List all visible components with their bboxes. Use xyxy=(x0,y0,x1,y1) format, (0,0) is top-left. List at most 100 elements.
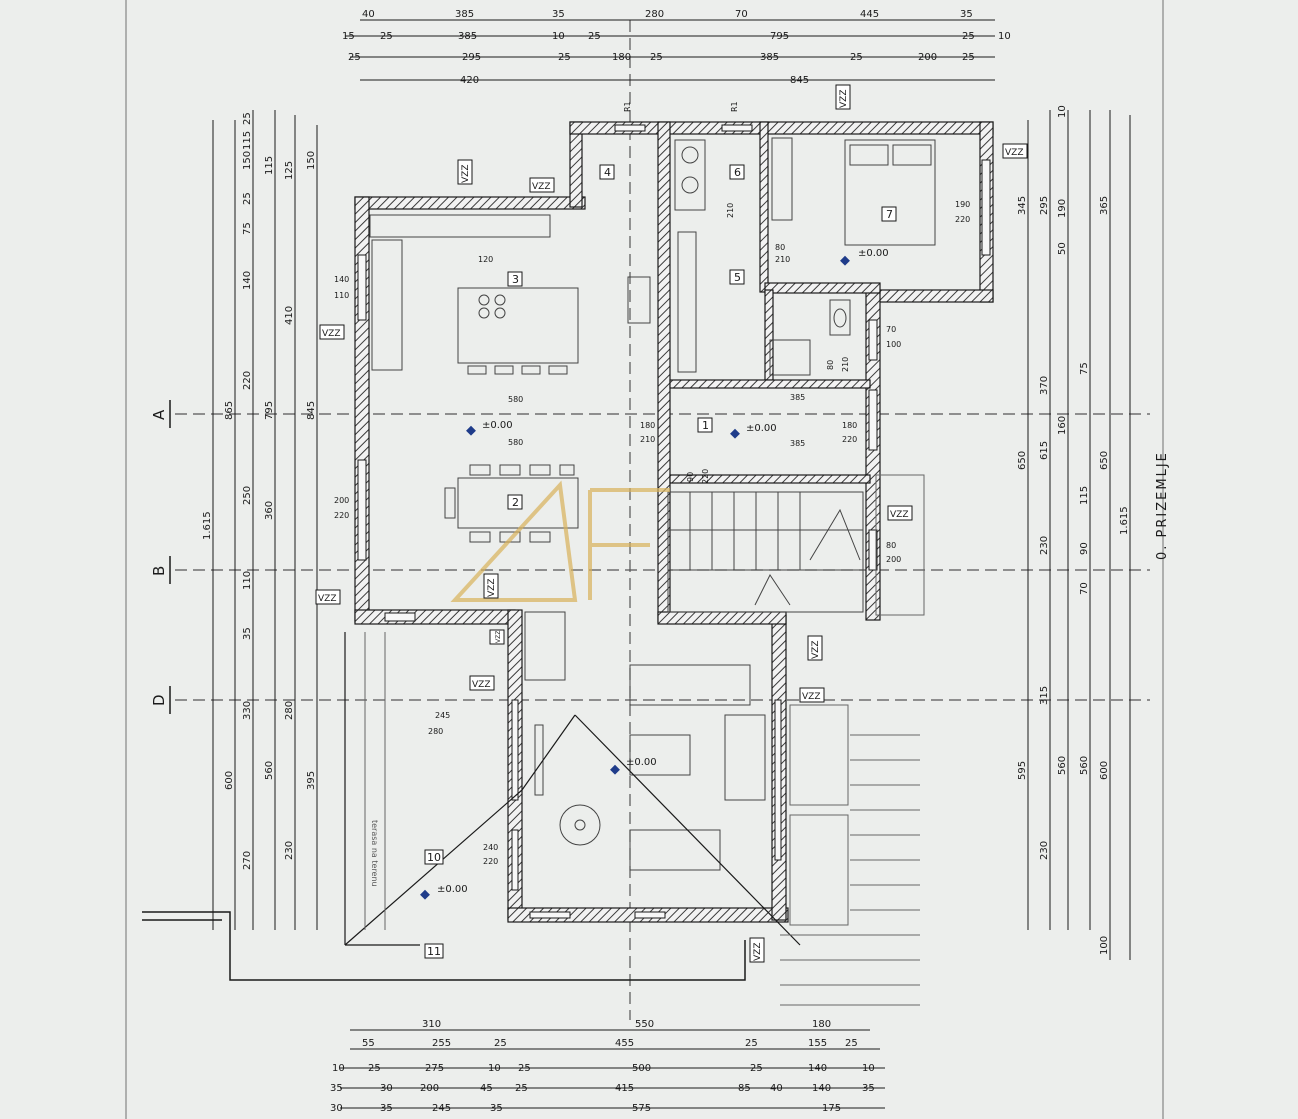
top-dim-4-2: 845 xyxy=(790,75,809,86)
right-dim-c4-2: 650 xyxy=(1099,451,1110,470)
top-dim-1-7: 35 xyxy=(960,9,973,20)
bot-dim-4-6: 415 xyxy=(615,1083,634,1094)
room-dim-22: 220 xyxy=(483,857,498,866)
room-number-2: 2 xyxy=(512,496,519,509)
top-dim-3-6: 385 xyxy=(760,52,779,63)
vzz-tags: VZZ VZZ VZZ VZZ VZZ VZZ VZZ VZZ VZZ VZZ … xyxy=(315,84,1028,963)
room-dim-14: 100 xyxy=(886,340,901,349)
staircase xyxy=(667,491,864,613)
room-dimension-notes: 140 110 200 220 180 210 180 220 190 220 … xyxy=(334,101,970,866)
bot-dim-4-2: 30 xyxy=(380,1083,393,1094)
living-furniture xyxy=(524,611,766,871)
room-number-5: 5 xyxy=(734,271,741,284)
bot-dim-5-2: 35 xyxy=(380,1103,393,1114)
bot-dim-4-7: 85 xyxy=(738,1083,751,1094)
left-dim-c4-6: 845 xyxy=(306,401,317,420)
left-dim-c2-2: 115 xyxy=(242,131,253,150)
right-dim-c2-5: 615 xyxy=(1039,441,1050,460)
bot-dim-2-7: 25 xyxy=(845,1038,858,1049)
top-dim-1-2: 385 xyxy=(455,9,474,20)
room-labels: 1 2 3 4 5 6 7 10 11 xyxy=(424,164,897,959)
top-dim-3-2: 295 xyxy=(462,52,481,63)
bot-dim-3-9: 10 xyxy=(862,1063,875,1074)
bot-dim-1-3: 180 xyxy=(812,1019,831,1030)
terrace-label: terasa na terenu xyxy=(370,820,379,887)
room-dim-2: 110 xyxy=(334,291,349,300)
right-dim-c2-2: 295 xyxy=(1039,196,1050,215)
level-markers: ±0.00 ±0.00 ±0.00 ±0.00 ±0.00 xyxy=(420,248,889,900)
room-number-10: 10 xyxy=(427,851,441,864)
right-dim-c2-9: 315 xyxy=(1039,686,1050,705)
top-dim-2-3: 385 xyxy=(458,31,477,42)
top-dim-4-1: 420 xyxy=(460,75,479,86)
left-dim-c1-4: 250 xyxy=(242,486,253,505)
top-dim-1-5: 70 xyxy=(735,9,748,20)
room-dim-29: 120 xyxy=(478,255,493,264)
vzz-tag-6: VZZ xyxy=(890,510,909,520)
top-dim-2-5: 25 xyxy=(588,31,601,42)
room-dim-27: 385 xyxy=(790,393,805,402)
room-dim-10: 220 xyxy=(955,215,970,224)
bot-dim-4-4: 45 xyxy=(480,1083,493,1094)
left-dim-c4-9: 395 xyxy=(306,771,317,790)
vzz-tag-12: VZZ xyxy=(753,943,763,962)
bot-dim-3-4: 10 xyxy=(488,1063,501,1074)
left-dim-c2-6: 795 xyxy=(264,401,275,420)
left-dim-c3-1: 115 xyxy=(264,156,275,175)
room-dim-20: 200 xyxy=(886,555,901,564)
left-dim-c2-3: 75 xyxy=(242,222,253,235)
room-dim-15: 80 xyxy=(826,360,835,370)
top-dim-1-6: 445 xyxy=(860,9,879,20)
right-dim-c1-2: 650 xyxy=(1017,451,1028,470)
room-dim-9: 190 xyxy=(955,200,970,209)
bot-dim-1-1: 310 xyxy=(422,1019,441,1030)
vzz-tag-5: VZZ xyxy=(322,329,341,339)
left-dim-c2-11: 560 xyxy=(264,761,275,780)
bottom-dimensions: 310 550 180 55 255 25 455 25 155 25 10 2… xyxy=(330,1019,885,1114)
top-dim-2-7: 25 xyxy=(962,31,975,42)
room-number-1: 1 xyxy=(702,419,709,432)
bathroom-fixtures xyxy=(674,139,851,376)
axis-labels: A B D xyxy=(150,409,168,706)
top-dim-1-3: 35 xyxy=(552,9,565,20)
right-dim-c2-4: 370 xyxy=(1039,376,1050,395)
room-dim-12: 210 xyxy=(775,255,790,264)
room-dim-21: 240 xyxy=(483,843,498,852)
room-number-7: 7 xyxy=(886,208,893,221)
bot-dim-5-3: 245 xyxy=(432,1103,451,1114)
left-dim-c1-1: 150 xyxy=(242,151,253,170)
left-dim-c5-1: 150 xyxy=(306,151,317,170)
bot-dim-2-1: 55 xyxy=(362,1038,375,1049)
room-dim-30: R1 xyxy=(623,101,632,112)
right-dim-c2-10: 560 xyxy=(1057,756,1068,775)
top-dim-2-8: 10 xyxy=(998,31,1011,42)
watermark-logo xyxy=(450,480,670,602)
roof-projection xyxy=(344,632,801,946)
level-mark-3: ±0.00 xyxy=(858,248,889,259)
room-dim-23: 245 xyxy=(435,711,450,720)
room-dim-8: 220 xyxy=(842,435,857,444)
top-dimensions: 40 385 35 280 70 445 35 15 25 385 10 25 … xyxy=(342,9,1011,86)
bot-dim-2-4: 455 xyxy=(615,1038,634,1049)
vzz-tag-10: VZZ xyxy=(472,680,491,690)
left-dim-c3-5: 280 xyxy=(284,701,295,720)
top-dim-3-5: 25 xyxy=(650,52,663,63)
bedroom-furniture xyxy=(771,137,936,246)
top-dim-2-6: 795 xyxy=(770,31,789,42)
room-dim-19: 80 xyxy=(886,541,896,550)
top-dim-3-1: 25 xyxy=(348,52,361,63)
bot-dim-3-7: 25 xyxy=(750,1063,763,1074)
right-dim-c3-8: 115 xyxy=(1079,486,1090,505)
room-dim-28: 385 xyxy=(790,439,805,448)
right-dim-c3-4: 50 xyxy=(1057,242,1068,255)
windows xyxy=(357,124,991,919)
room-dim-1: 140 xyxy=(334,275,349,284)
room-dim-4: 220 xyxy=(334,511,349,520)
vzz-tag-2: VZZ xyxy=(532,182,551,192)
room-dim-31: R1 xyxy=(730,101,739,112)
bot-dim-5-1: 30 xyxy=(330,1103,343,1114)
left-dim-c1-6: 35 xyxy=(242,627,253,640)
room-dim-32: 210 xyxy=(726,203,735,218)
room-dim-6: 210 xyxy=(640,435,655,444)
left-dim-c1-2: 140 xyxy=(242,271,253,290)
